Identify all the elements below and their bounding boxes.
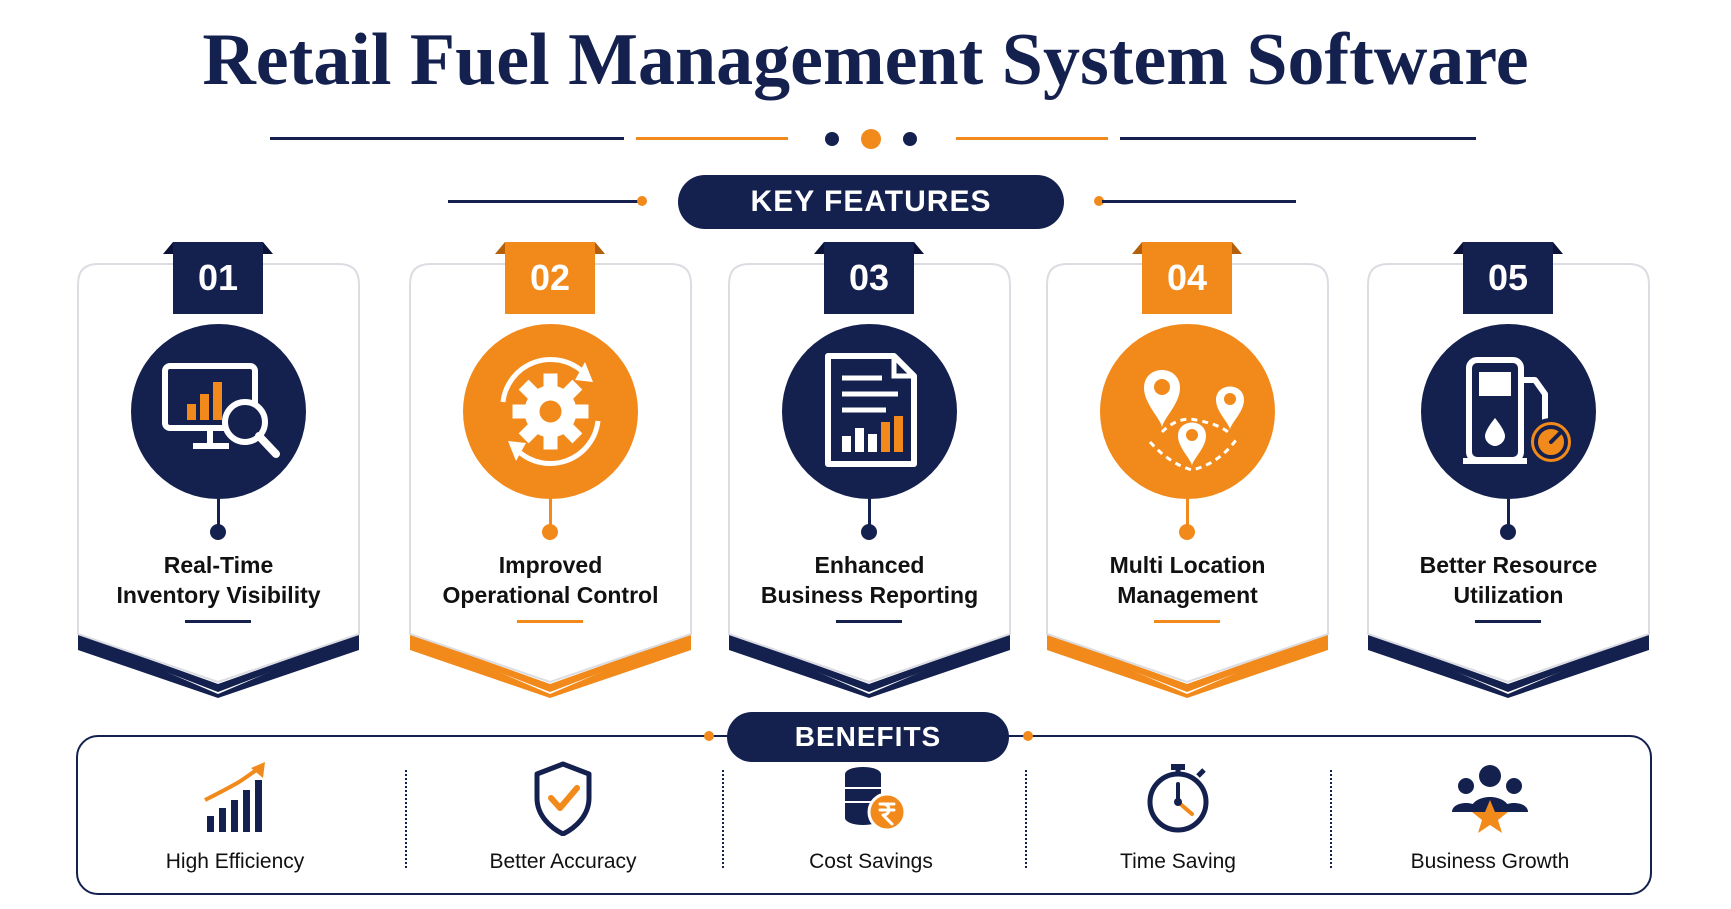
feature-stem-dot — [1500, 524, 1516, 540]
feature-label-line1: Enhanced — [814, 552, 925, 578]
features-line-left — [448, 200, 642, 203]
monitor-analytics-icon — [162, 363, 280, 458]
feature-label-line2: Operational Control — [442, 582, 659, 608]
feature-stem-dot — [1179, 524, 1195, 540]
features-line-right — [1102, 200, 1296, 203]
feature-stem-dot — [210, 524, 226, 540]
feature-stem — [217, 499, 220, 527]
feature-card-03: 03 Enhanced Business Reporting — [727, 242, 1012, 698]
benefit-separator — [722, 770, 724, 868]
feature-underline — [517, 620, 583, 623]
feature-number-badge: 05 — [1453, 242, 1563, 314]
feature-card-02: 02 Improved — [408, 242, 693, 698]
feature-underline — [1475, 620, 1541, 623]
shield-check-icon — [534, 761, 592, 836]
feature-label-line2: Management — [1117, 582, 1258, 608]
benefit-separator — [1025, 770, 1027, 868]
benefits-line-dot — [1023, 731, 1033, 741]
feature-stem-dot — [861, 524, 877, 540]
feature-number-badge: 04 — [1132, 242, 1242, 314]
key-features-heading: KEY FEATURES — [678, 175, 1064, 229]
feature-label-line2: Inventory Visibility — [116, 582, 321, 608]
coins-rupee-icon — [845, 767, 907, 832]
feature-stem — [549, 499, 552, 527]
title-divider-right-navy — [1120, 137, 1476, 140]
divider-dot — [825, 132, 839, 146]
feature-stem — [1186, 499, 1189, 527]
feature-label: Real-Time Inventory Visibility — [76, 550, 361, 610]
benefit-label: Business Growth — [1410, 850, 1570, 873]
feature-label-line1: Multi Location — [1109, 552, 1266, 578]
benefit-label: Time Saving — [1120, 850, 1236, 873]
feature-label-line1: Better Resource — [1419, 552, 1598, 578]
feature-underline — [185, 620, 251, 623]
divider-dot — [861, 129, 881, 149]
feature-label-line2: Business Reporting — [760, 582, 979, 608]
feature-underline — [1154, 620, 1220, 623]
feature-underline — [836, 620, 902, 623]
feature-icon-circle — [131, 324, 306, 499]
benefit-item: Better Accuracy — [413, 760, 713, 874]
benefit-item: Business Growth — [1340, 760, 1640, 874]
benefits-line-dot — [704, 731, 714, 741]
title-divider-left-navy — [270, 137, 624, 140]
benefit-separator — [405, 770, 407, 868]
feature-icon-circle — [463, 324, 638, 499]
features-line-dot — [637, 196, 647, 206]
divider-dot — [903, 132, 917, 146]
feature-stem — [868, 499, 871, 527]
title-divider-right-orange — [956, 137, 1108, 140]
feature-number-badge: 02 — [495, 242, 605, 314]
feature-card-05: 05 Better Resource Utilization — [1366, 242, 1651, 698]
feature-stem-dot — [542, 524, 558, 540]
feature-number-badge: 01 — [163, 242, 273, 314]
benefit-item: High Efficiency — [85, 760, 385, 874]
feature-label: Multi Location Management — [1045, 550, 1330, 610]
feature-label: Improved Operational Control — [408, 550, 693, 610]
gear-cycle-icon — [500, 357, 601, 466]
benefit-item: Time Saving — [1028, 760, 1328, 874]
feature-label-line1: Improved — [498, 552, 603, 578]
benefit-label: Cost Savings — [809, 850, 933, 873]
report-document-icon — [825, 353, 917, 467]
feature-icon-circle — [1421, 324, 1596, 499]
feature-stem — [1507, 499, 1510, 527]
feature-card-04: 04 Multi Location Management — [1045, 242, 1330, 698]
feature-label: Enhanced Business Reporting — [727, 550, 1012, 610]
benefit-label: High Efficiency — [165, 850, 305, 873]
page-title: Retail Fuel Management System Software — [202, 19, 1529, 101]
title-divider-left-orange — [636, 137, 788, 140]
benefit-label: Better Accuracy — [489, 850, 637, 873]
benefit-item: Cost Savings — [721, 760, 1021, 874]
feature-label: Better Resource Utilization — [1366, 550, 1651, 610]
benefit-separator — [1330, 770, 1332, 868]
feature-label-line2: Utilization — [1453, 582, 1564, 608]
benefits-heading: BENEFITS — [727, 712, 1009, 762]
fuel-pump-gauge-icon — [1463, 357, 1575, 466]
team-star-icon — [1452, 765, 1528, 833]
feature-icon-circle — [1100, 324, 1275, 499]
feature-icon-circle — [782, 324, 957, 499]
feature-number-badge: 03 — [814, 242, 924, 314]
growth-chart-icon — [204, 762, 265, 832]
stopwatch-icon — [1147, 764, 1209, 833]
feature-label-line1: Real-Time — [163, 552, 274, 578]
location-pins-icon — [1144, 370, 1244, 472]
features-line-dot — [1094, 196, 1104, 206]
feature-card-01: 01 Real-Time Inventory Visibility — [76, 242, 361, 698]
